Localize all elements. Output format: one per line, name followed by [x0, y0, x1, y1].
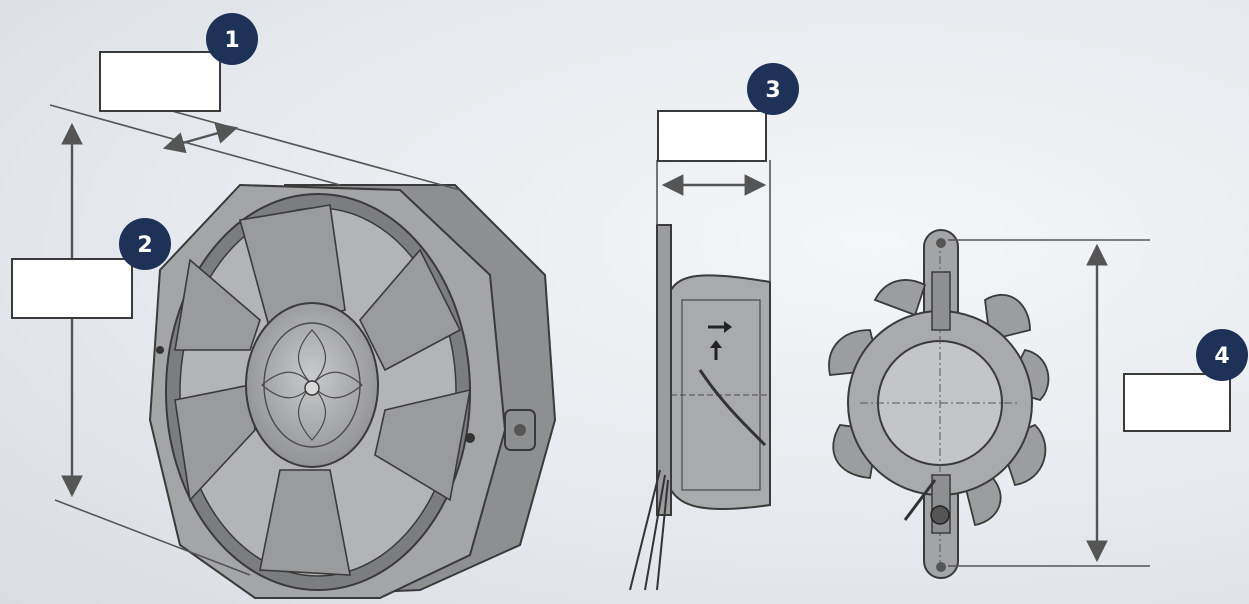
label-box-4	[1123, 373, 1231, 432]
badge-number: 2	[137, 233, 152, 258]
callout-badge-2: 2	[119, 218, 171, 270]
dimension-lines-middle	[656, 160, 771, 282]
callout-badge-4: 4	[1196, 329, 1248, 381]
fan-front-view	[828, 229, 1050, 579]
label-box-1	[99, 51, 221, 112]
label-box-2	[11, 258, 133, 319]
badge-circle	[206, 13, 258, 65]
badge-circle	[119, 218, 171, 270]
depth-dimension-arrow	[162, 122, 239, 154]
fan-perspective-view	[148, 183, 557, 599]
badge-circle	[1196, 329, 1248, 381]
fan-side-view	[629, 224, 771, 591]
badge-number: 3	[765, 78, 780, 103]
label-box-3	[657, 110, 767, 162]
fan-blades	[174, 204, 472, 576]
badge-number: 4	[1214, 344, 1229, 369]
badge-number: 1	[224, 28, 239, 53]
badge-circle	[747, 63, 799, 115]
dimension-lines-right	[948, 239, 1150, 567]
label-boxes	[11, 51, 1231, 432]
callout-badge-1: 1	[206, 13, 258, 65]
callout-badge-3: 3	[747, 63, 799, 115]
